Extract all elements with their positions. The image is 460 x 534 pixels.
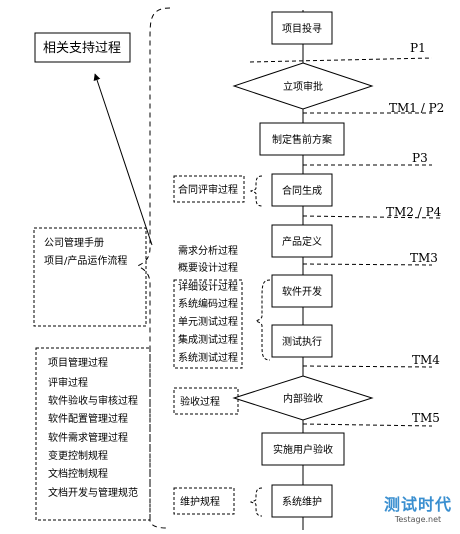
standard-item: 变更控制规程 — [48, 449, 108, 462]
dev-process-item: 单元测试过程 — [178, 315, 238, 328]
step-maintenance: 系统维护 — [271, 484, 333, 518]
step-test-label: 测试执行 — [282, 335, 322, 348]
support-process-title: 相关支持过程 — [43, 41, 121, 56]
milestone-label: TM2 / P4 — [386, 205, 442, 219]
step-product-definition-label: 产品定义 — [282, 235, 322, 248]
support-brace — [137, 7, 171, 529]
dev-process-item: 详细设计过程 — [178, 280, 238, 293]
step-acceptance-decision: 内部验收 — [232, 375, 374, 421]
step-contract-label: 合同生成 — [282, 184, 322, 197]
standard-item: 文档开发与管理规范 — [48, 486, 138, 499]
standard-item: 软件需求管理过程 — [48, 431, 128, 444]
milestone-label: TM3 — [410, 251, 438, 265]
company-doc-item: 公司管理手册 — [44, 236, 104, 249]
standards-box: 项目管理过程 评审过程 软件验收与审核过程 软件配置管理过程 软件需求管理过程 … — [35, 347, 151, 521]
step-presales: 制定售前方案 — [259, 122, 345, 156]
dev-process-item: 需求分析过程 — [178, 244, 238, 257]
step-acceptance-label: 内部验收 — [283, 392, 323, 405]
support-process-box: 相关支持过程 — [34, 32, 131, 63]
standard-item: 文档控制规程 — [48, 467, 108, 480]
step-implementation-label: 实施用户验收 — [273, 443, 333, 456]
step-project-bid-label: 项目投寻 — [282, 22, 322, 35]
milestone-label: P3 — [412, 151, 428, 165]
standard-item: 软件验收与审核过程 — [48, 394, 138, 407]
dev-process-item: 系统编码过程 — [178, 297, 238, 310]
dev-processes-group: 需求分析过程 概要设计过程 详细设计过程 系统编码过程 单元测试过程 集成测试过… — [173, 244, 271, 369]
watermark-url: Testage.net — [394, 515, 442, 524]
step-presales-label: 制定售前方案 — [272, 133, 332, 146]
acceptance-label-box: 验收过程 — [173, 387, 239, 415]
watermark: 测试时代 Testage.net — [384, 491, 452, 524]
milestone-label: TM4 — [412, 353, 440, 367]
milestone-label: TM1 / P2 — [389, 101, 444, 115]
milestone-label: P1 — [410, 41, 426, 55]
step-maintenance-label: 系统维护 — [282, 495, 322, 508]
step-product-definition: 产品定义 — [271, 224, 333, 258]
support-arrow — [93, 73, 153, 246]
step-project-bid: 项目投寻 — [271, 11, 333, 45]
step-test: 测试执行 — [271, 324, 333, 358]
step-approval-decision: 立项审批 — [232, 62, 374, 110]
company-doc-item: 项目/产品运作流程 — [44, 254, 127, 267]
standard-item: 项目管理过程 — [48, 356, 108, 369]
step-contract: 合同生成 — [271, 173, 333, 207]
dev-process-item: 集成测试过程 — [178, 333, 238, 346]
standard-item: 软件配置管理过程 — [48, 412, 128, 425]
step-development-label: 软件开发 — [282, 285, 322, 298]
dev-process-item: 概要设计过程 — [178, 261, 238, 274]
dev-process-item: 系统测试过程 — [178, 351, 238, 364]
standard-item: 评审过程 — [48, 376, 88, 389]
contract-review-label: 合同评审过程 — [178, 183, 238, 196]
contract-review-label-box: 合同评审过程 — [173, 175, 263, 207]
step-development: 软件开发 — [271, 274, 333, 308]
company-docs-box: 公司管理手册 项目/产品运作流程 — [33, 227, 147, 327]
maintenance-label-box: 维护规程 — [173, 487, 263, 517]
step-implementation: 实施用户验收 — [261, 432, 345, 466]
acceptance-process-label: 验收过程 — [180, 395, 220, 408]
maintenance-process-label: 维护规程 — [180, 495, 220, 508]
milestone-label: TM5 — [412, 411, 440, 425]
step-approval-label: 立项审批 — [283, 80, 323, 93]
milestone-lines — [249, 57, 441, 427]
watermark-title: 测试时代 — [383, 495, 452, 514]
